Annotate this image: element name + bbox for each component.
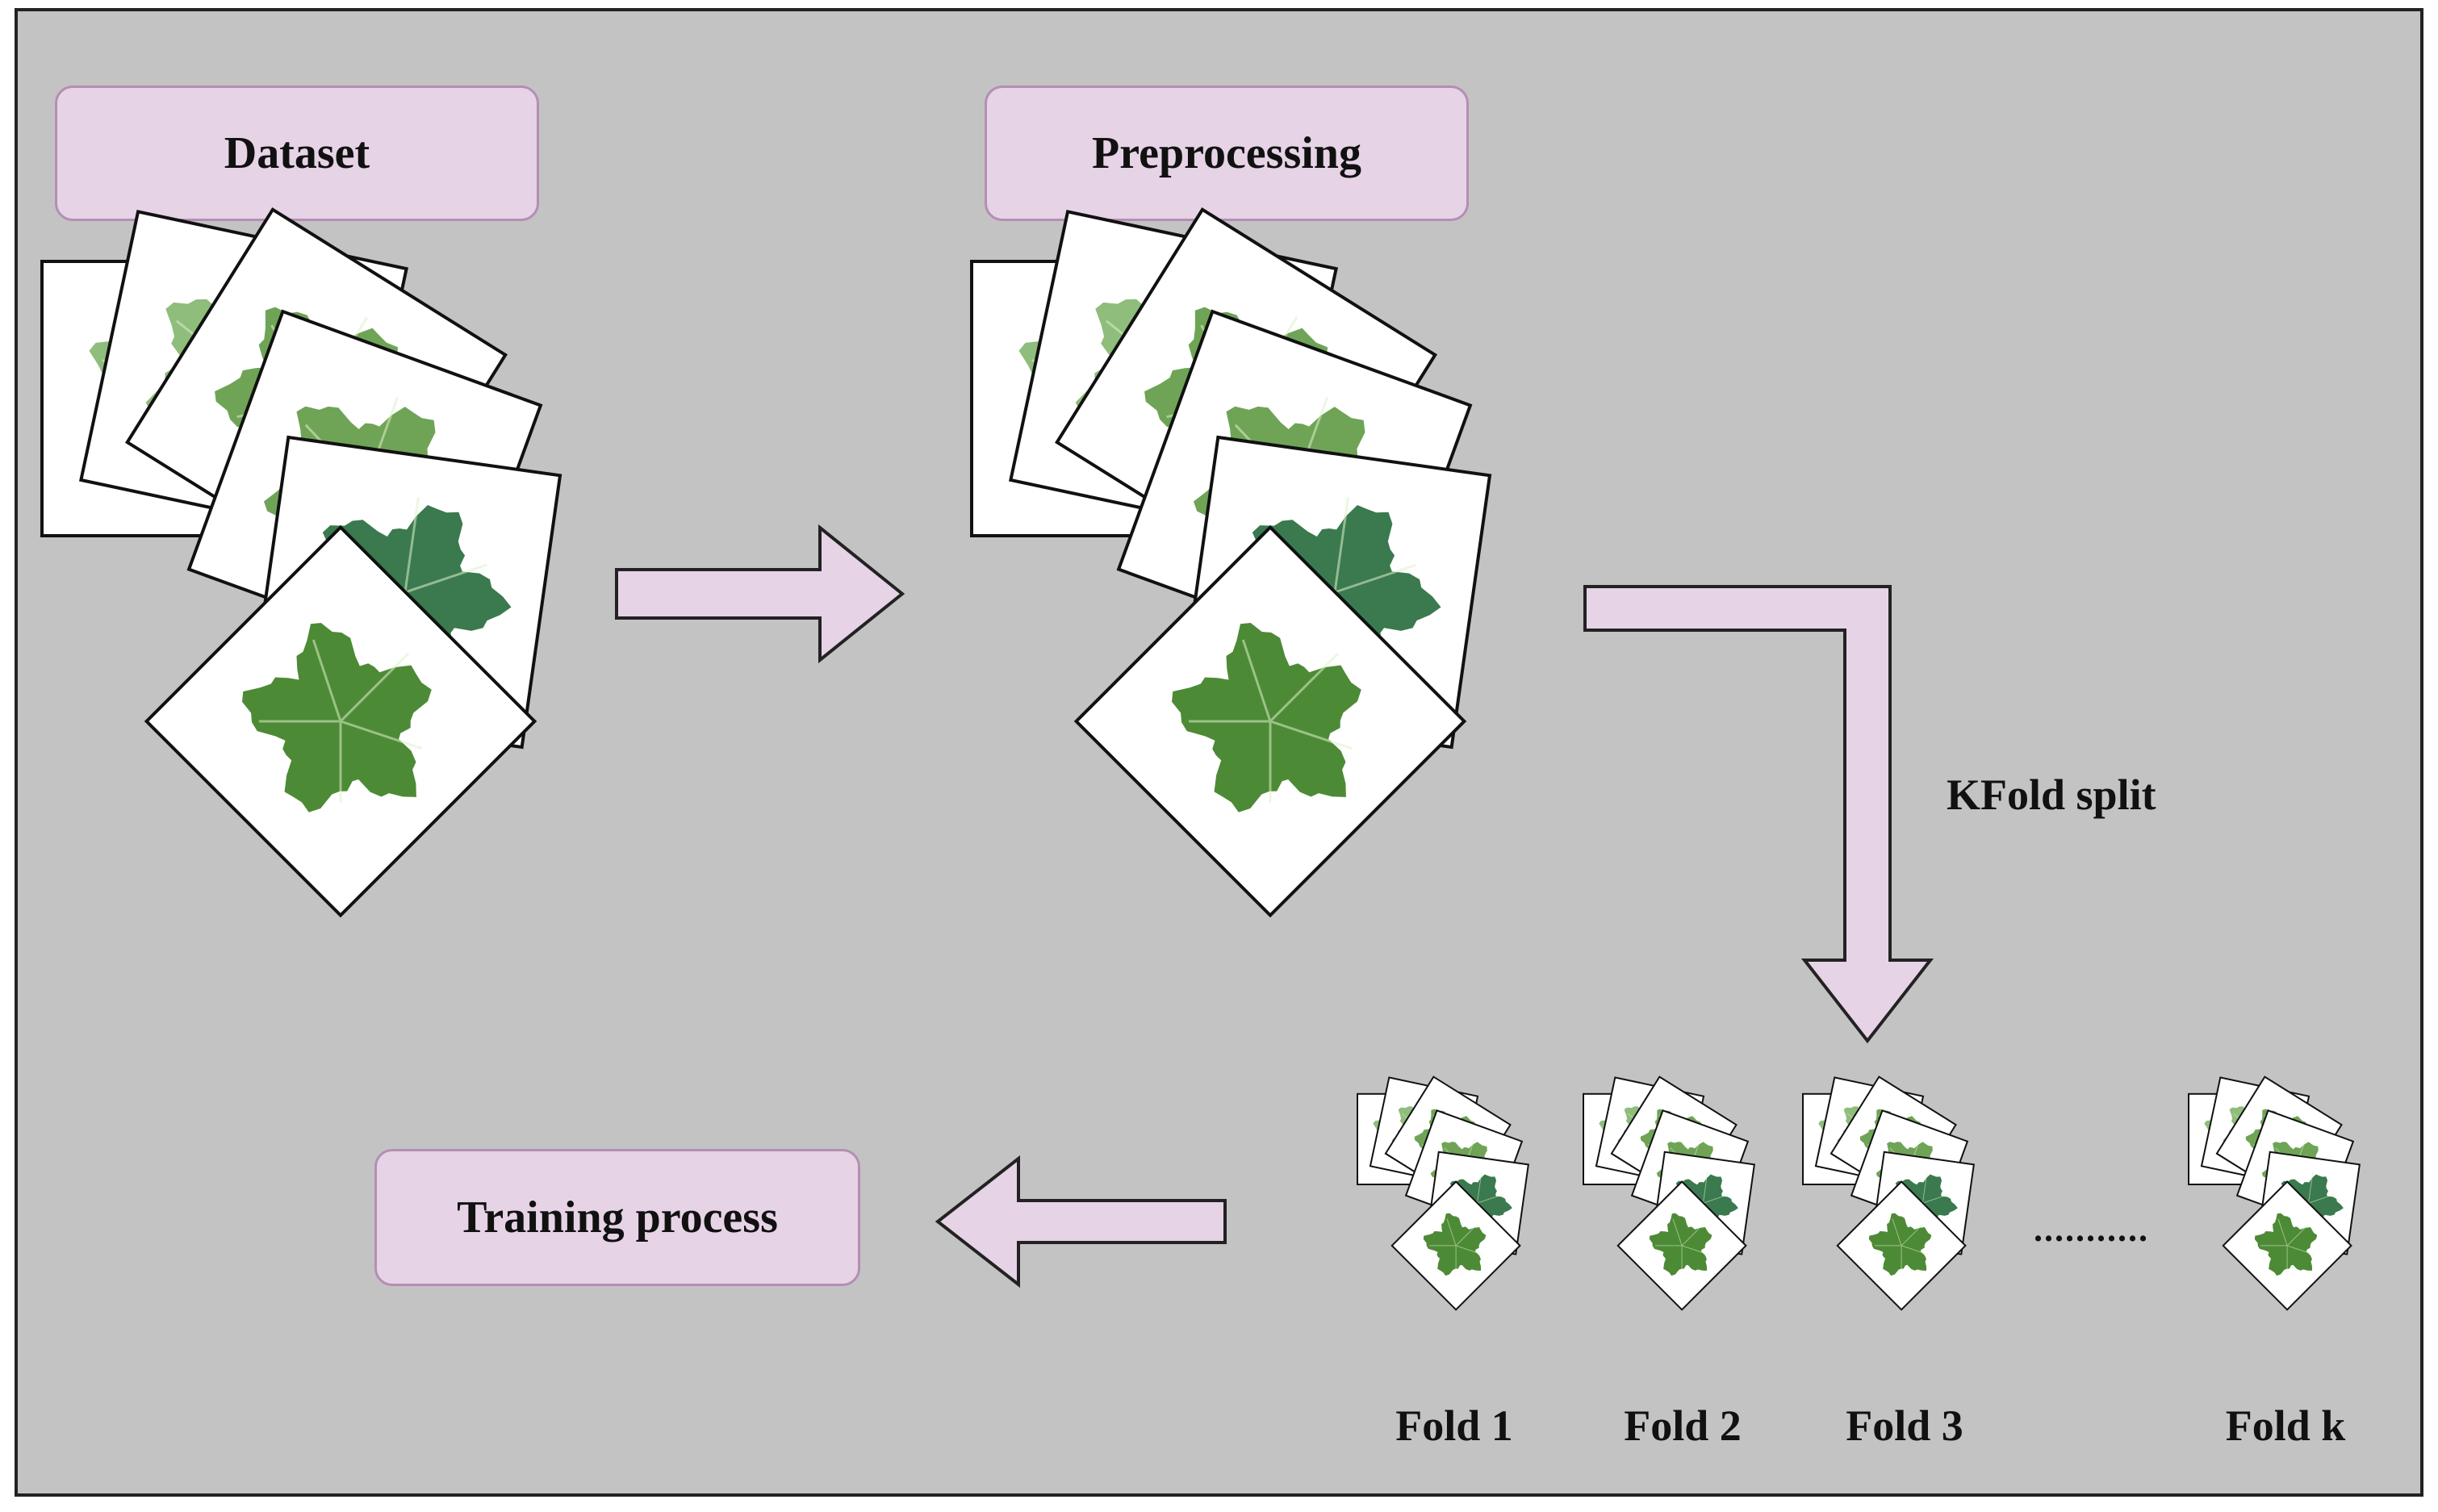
leaf-image-card [1836, 1180, 1967, 1311]
preprocessing-image-stack [970, 207, 1492, 918]
leaf-image-card [1073, 524, 1467, 918]
dataset-box: Dataset [55, 86, 539, 221]
leaf-icon [1649, 1213, 1712, 1276]
training-process-label: Training process [457, 1192, 778, 1243]
kfold-split-label: KFold split [1947, 771, 2156, 819]
fold-1-label: Fold 1 [1395, 1401, 1513, 1450]
leaf-icon [1423, 1213, 1487, 1276]
fold-2-label: Fold 2 [1624, 1401, 1742, 1450]
preprocessing-label: Preprocessing [1092, 128, 1361, 178]
right-arrow [615, 524, 905, 664]
fold-k-label: Fold k [2225, 1401, 2346, 1450]
image-stacks-layer [40, 207, 2361, 1311]
leaf-image-card [144, 524, 537, 918]
preprocessing-box: Preprocessing [985, 86, 1469, 221]
leaf-image-card [1616, 1180, 1747, 1311]
fold-k-image-stack [2188, 1076, 2361, 1311]
fold-3-image-stack [1802, 1076, 1975, 1311]
training-process-box: Training process [374, 1149, 860, 1286]
fold-3-label: Fold 3 [1846, 1401, 1963, 1450]
leaf-icon [242, 623, 432, 812]
fold-1-image-stack [1357, 1076, 1529, 1311]
dataset-label: Dataset [224, 128, 370, 178]
leaf-icon [1172, 623, 1361, 812]
elbow-down-arrow-shape [1583, 585, 1934, 1044]
arrows-layer [615, 524, 1934, 1289]
left-arrow [935, 1155, 1227, 1289]
fold-2-image-stack [1583, 1076, 1755, 1311]
diagram-canvas: Dataset Preprocessing Training process K… [15, 8, 2423, 1497]
dataset-image-stack [40, 207, 562, 918]
ellipsis: ........... [2034, 1209, 2149, 1249]
leaf-image-card [1390, 1180, 1521, 1311]
leaf-icon [2254, 1213, 2318, 1276]
leaf-icon [1868, 1213, 1932, 1276]
leaf-image-card [2222, 1180, 2352, 1311]
